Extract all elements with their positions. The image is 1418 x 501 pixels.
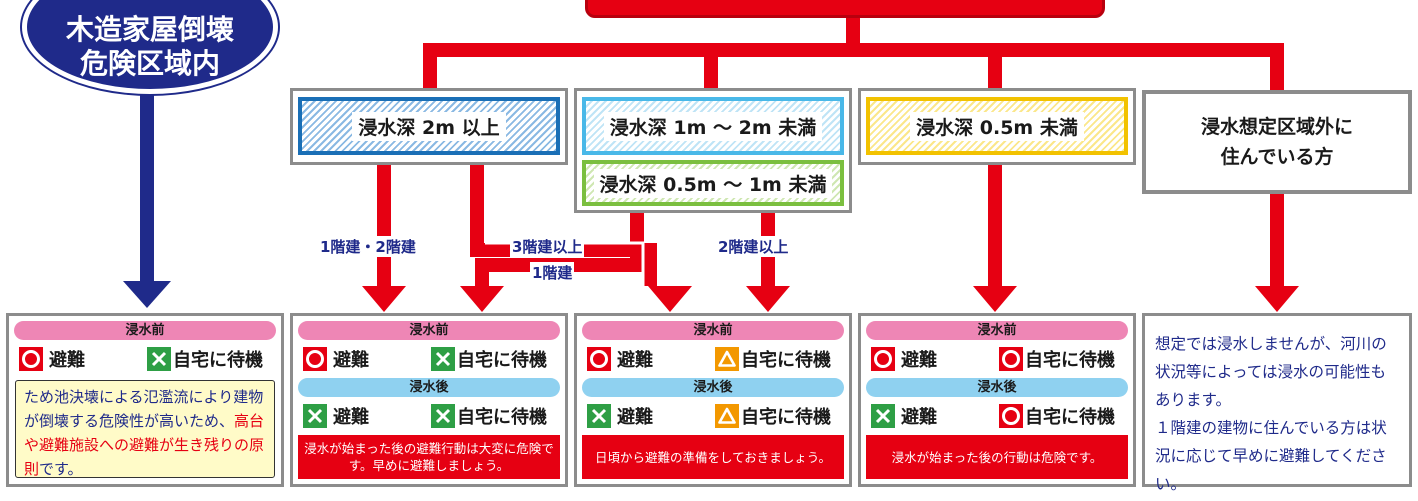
collapse-zone-line2: 危険区域内 bbox=[79, 47, 220, 80]
evacuate-label: 避難 bbox=[333, 407, 369, 428]
label-floors12: 1階建・2階建 bbox=[318, 236, 418, 257]
evacuate-label: 避難 bbox=[901, 407, 937, 428]
prepare-note: 日頃から避難の準備をしておきましょう。 bbox=[582, 435, 844, 479]
stay-cell: 自宅に待機 bbox=[431, 346, 547, 372]
before-header: 浸水前 bbox=[14, 321, 276, 340]
stay-cell: 自宅に待機 bbox=[147, 346, 263, 372]
outside-advice-1: 想定では浸水しませんが、河川の状況等によっては浸水の可能性もあります。 bbox=[1155, 335, 1387, 409]
outside-zone-line2: 住んでいる方 bbox=[1220, 146, 1334, 168]
after-row: 避難 自宅に待機 bbox=[871, 401, 1125, 431]
before-header: 浸水前 bbox=[866, 321, 1128, 340]
red-circle-icon bbox=[999, 347, 1023, 371]
before-row: 避難 自宅に待機 bbox=[587, 344, 841, 374]
outside-zone-box: 浸水想定区域外に 住んでいる方 bbox=[1142, 90, 1412, 194]
evacuate-label: 避難 bbox=[617, 350, 653, 371]
evacuate-cell: 避難 bbox=[303, 346, 431, 372]
stay-label: 自宅に待機 bbox=[1025, 407, 1115, 428]
stay-cell: 自宅に待機 bbox=[999, 346, 1115, 372]
stay-label: 自宅に待機 bbox=[741, 407, 831, 428]
result-panel-outside: 想定では浸水しませんが、河川の状況等によっては浸水の可能性もあります。 １階建の… bbox=[1142, 313, 1412, 493]
outside-zone-line1: 浸水想定区域外に bbox=[1200, 116, 1353, 138]
after-header: 浸水後 bbox=[298, 378, 560, 397]
header-banner bbox=[585, 0, 1105, 18]
depth-05-label: 浸水深 0.5m 未満 bbox=[910, 111, 1084, 141]
stay-label: 自宅に待機 bbox=[1025, 350, 1115, 371]
depth-1to2-label: 浸水深 1m ～ 2m 未満 bbox=[603, 111, 823, 141]
collapse-zone-badge: 木造家屋倒壊 危険区域内 bbox=[22, 0, 278, 94]
depth-2m-box: 浸水深 2m 以上 bbox=[298, 97, 560, 155]
arrowhead-navy bbox=[123, 281, 171, 308]
arrowhead-3 bbox=[648, 286, 692, 312]
red-circle-icon bbox=[871, 347, 895, 371]
after-row: 避難 自宅に待機 bbox=[303, 401, 557, 431]
depth-05to1-box: 浸水深 0.5m ～ 1m 未満 bbox=[582, 160, 844, 206]
stay-cell: 自宅に待機 bbox=[431, 403, 547, 429]
evacuate-label: 避難 bbox=[901, 350, 937, 371]
green-cross-icon bbox=[871, 404, 895, 428]
depth-05to1-label: 浸水深 0.5m ～ 1m 未満 bbox=[593, 168, 833, 198]
green-cross-icon bbox=[147, 347, 171, 371]
stay-label: 自宅に待機 bbox=[741, 350, 831, 371]
depth-1to2-box: 浸水深 1m ～ 2m 未満 bbox=[582, 97, 844, 155]
label-floor1: 1階建 bbox=[530, 262, 575, 283]
before-header: 浸水前 bbox=[298, 321, 560, 340]
evacuate-cell: 避難 bbox=[19, 346, 147, 372]
red-circle-icon bbox=[303, 347, 327, 371]
arrowhead-4 bbox=[746, 286, 790, 312]
evacuate-cell: 避難 bbox=[587, 403, 715, 429]
green-cross-icon bbox=[431, 404, 455, 428]
before-header: 浸水前 bbox=[582, 321, 844, 340]
red-circle-icon bbox=[19, 347, 43, 371]
orange-triangle-icon bbox=[715, 347, 739, 371]
evacuate-label: 避難 bbox=[617, 407, 653, 428]
stay-label: 自宅に待機 bbox=[173, 350, 263, 371]
stay-cell: 自宅に待機 bbox=[715, 346, 831, 372]
danger-note: 浸水が始まった後の行動は危険です。 bbox=[866, 435, 1128, 479]
label-floors2up: 2階建以上 bbox=[716, 236, 791, 257]
arrowhead-6 bbox=[1255, 286, 1299, 312]
after-row: 避難 自宅に待機 bbox=[587, 401, 841, 431]
result-panel-05to2: 浸水前 避難 自宅に待機 浸水後 避難 自宅に待機 日頃から避難の準備をしておき… bbox=[574, 313, 852, 487]
collapse-note-highlight: 高台や避難施設への避難が生き残りの原則 bbox=[24, 412, 265, 478]
before-row: 避難 自宅に待機 bbox=[19, 344, 273, 374]
depth-2m-label: 浸水深 2m 以上 bbox=[352, 111, 506, 141]
evacuate-label: 避難 bbox=[49, 350, 85, 371]
evacuate-cell: 避難 bbox=[871, 346, 999, 372]
green-cross-icon bbox=[431, 347, 455, 371]
stay-label: 自宅に待機 bbox=[457, 407, 547, 428]
stay-label: 自宅に待機 bbox=[457, 350, 547, 371]
orange-triangle-icon bbox=[715, 404, 739, 428]
outside-zone-advice: 想定では浸水しませんが、河川の状況等によっては浸水の可能性もあります。 １階建の… bbox=[1155, 330, 1401, 498]
outside-advice-2: １階建の建物に住んでいる方は状況に応じて早めに避難してください。 bbox=[1155, 419, 1387, 493]
warning-note: 浸水が始まった後の避難行動は大変に危険です。早めに避難しましょう。 bbox=[298, 435, 560, 479]
before-row: 避難 自宅に待機 bbox=[871, 344, 1125, 374]
evacuate-label: 避難 bbox=[333, 350, 369, 371]
collapse-note-text-c: です。 bbox=[39, 460, 83, 478]
stay-cell: 自宅に待機 bbox=[715, 403, 831, 429]
result-panel-2m: 浸水前 避難 自宅に待機 浸水後 避難 自宅に待機 浸水が始まった後の避難行動は… bbox=[290, 313, 568, 487]
depth-05-box: 浸水深 0.5m 未満 bbox=[866, 97, 1128, 155]
green-cross-icon bbox=[303, 404, 327, 428]
red-circle-icon bbox=[999, 404, 1023, 428]
evacuate-cell: 避難 bbox=[303, 403, 431, 429]
evacuate-cell: 避難 bbox=[587, 346, 715, 372]
collapse-note: ため池決壊による氾濫流により建物が倒壊する危険性が高いため、高台や避難施設への避… bbox=[15, 380, 275, 478]
result-panel-05: 浸水前 避難 自宅に待機 浸水後 避難 自宅に待機 浸水が始まった後の行動は危険… bbox=[858, 313, 1136, 487]
red-circle-icon bbox=[587, 347, 611, 371]
collapse-note-text-a: ため池決壊による氾濫流により建物が倒壊する危険性が高いため、 bbox=[24, 388, 264, 430]
arrowhead-5 bbox=[973, 286, 1017, 312]
evacuate-cell: 避難 bbox=[871, 403, 999, 429]
stay-cell: 自宅に待機 bbox=[999, 403, 1115, 429]
after-header: 浸水後 bbox=[866, 378, 1128, 397]
collapse-zone-line1: 木造家屋倒壊 bbox=[65, 13, 234, 46]
after-header: 浸水後 bbox=[582, 378, 844, 397]
before-row: 避難 自宅に待機 bbox=[303, 344, 557, 374]
green-cross-icon bbox=[587, 404, 611, 428]
label-floors3: 3階建以上 bbox=[510, 236, 585, 257]
result-panel-collapse: 浸水前 避難 自宅に待機 ため池決壊による氾濫流により建物が倒壊する危険性が高い… bbox=[6, 313, 284, 487]
arrowhead-1 bbox=[362, 286, 406, 312]
arrowhead-2 bbox=[460, 286, 504, 312]
